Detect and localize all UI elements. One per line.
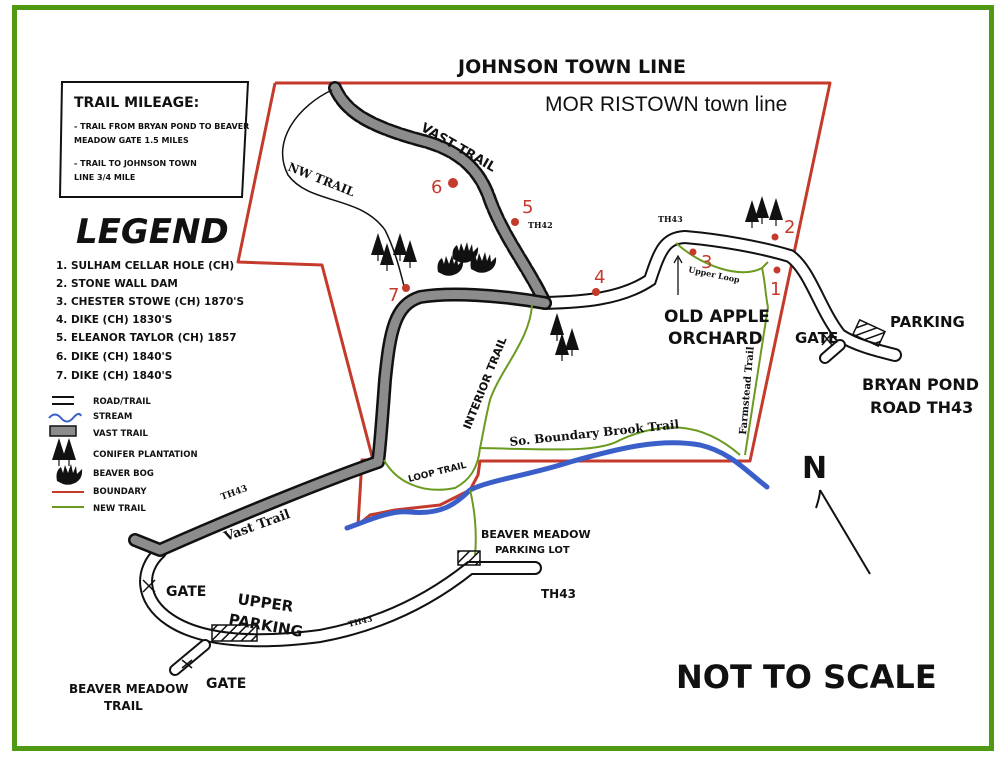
th43-north-label: TH43: [658, 214, 683, 224]
legend-site-item: 3. CHESTER STOWE (CH) 1870'S: [56, 296, 244, 308]
th43-west-label: TH43: [220, 484, 249, 503]
site-7-marker: [402, 284, 410, 292]
conifer-icon: [549, 312, 580, 362]
legend-site-item: 6. DIKE (CH) 1840'S: [56, 351, 172, 363]
site-1-marker: [773, 266, 781, 274]
gate-west-label: GATE: [166, 584, 206, 600]
vast-trail: [128, 81, 552, 557]
gate-south-label: GATE: [206, 676, 246, 692]
legend-symbol-label: BOUNDARY: [93, 487, 147, 497]
site-2-number: 2: [784, 217, 795, 238]
site-6-number: 6: [431, 177, 442, 198]
th43-east-south-label: TH43: [541, 587, 576, 601]
johnson-town-line-label: JOHNSON TOWN LINE: [456, 56, 686, 78]
conifer-icon: [744, 195, 784, 229]
site-6-marker: [448, 178, 458, 188]
vast-trail-icon: [49, 425, 77, 437]
not-to-scale-label: NOT TO SCALE: [676, 658, 937, 696]
site-3-marker: [689, 248, 697, 256]
legend-site-item: 7. DIKE (CH) 1840'S: [56, 370, 172, 382]
nw-trail-label: NW TRAIL: [286, 160, 357, 200]
site-4-number: 4: [594, 267, 605, 288]
property-boundary: [236, 81, 832, 527]
legend-symbol-label: CONIFER PLANTATION: [93, 450, 198, 460]
legend-symbol-label: ROAD/TRAIL: [93, 397, 151, 407]
legend-site-item: 5. ELEANOR TAYLOR (CH) 1857: [56, 332, 237, 344]
beaver-bog-icon: [437, 242, 497, 276]
gate-east-label: GATE: [795, 329, 838, 347]
parking-east-label: PARKING: [890, 313, 965, 331]
site-5-number: 5: [522, 197, 533, 218]
site-markers: [402, 178, 781, 296]
mileage-line: - TRAIL TO JOHNSON TOWN: [74, 159, 197, 168]
gate-marks: [142, 332, 833, 669]
legend-symbol-label: NEW TRAIL: [93, 504, 146, 514]
beaver-meadow-lot-label: BEAVER MEADOW: [481, 528, 591, 541]
site-7-number: 7: [388, 285, 399, 306]
conifer-icon: [51, 437, 77, 467]
stream-icon: [48, 412, 82, 423]
bryan-pond-road-label: BRYAN POND: [862, 375, 979, 394]
mileage-title: TRAIL MILEAGE:: [74, 95, 199, 111]
legend-site-item: 2. STONE WALL DAM: [56, 278, 178, 290]
north-arrow: N: [802, 451, 871, 575]
legend-title: LEGEND: [76, 212, 229, 252]
site-1-number: 1: [770, 279, 781, 300]
beaver-meadow-trail-label-2: TRAIL: [104, 699, 143, 713]
interior-trail-label: INTERIOR TRAIL: [461, 335, 510, 431]
beaver-meadow-trail-label: BEAVER MEADOW: [69, 682, 189, 696]
legend-symbol-label: BEAVER BOG: [93, 469, 154, 479]
new-trails: [383, 242, 769, 556]
parking-lot-beaver-meadow: [457, 550, 481, 566]
mileage-line: MEADOW GATE 1.5 MILES: [74, 136, 189, 145]
parking-lot-upper: [211, 624, 258, 642]
legend: LEGEND 1. SULHAM CELLAR HOLE (CH) 2. STO…: [48, 212, 244, 514]
legend-symbol-label: VAST TRAIL: [93, 429, 149, 439]
th42-label: TH42: [528, 220, 553, 230]
legend-symbol-label: STREAM: [93, 412, 132, 422]
site-2-marker: [771, 233, 779, 241]
mileage-line: LINE 3/4 MILE: [74, 173, 135, 182]
site-5-marker: [511, 218, 519, 226]
parking-lot-bryan: [851, 318, 887, 348]
old-apple-orchard-label-2: ORCHARD: [668, 329, 763, 349]
legend-site-item: 4. DIKE (CH) 1830'S: [56, 314, 172, 326]
north-label: N: [802, 451, 827, 486]
loop-trail-label: LOOP TRAIL: [407, 461, 467, 485]
legend-site-item: 1. SULHAM CELLAR HOLE (CH): [56, 260, 234, 272]
nw-trail: [281, 89, 406, 291]
beaver-meadow-lot-label-2: PARKING LOT: [495, 545, 570, 556]
site-4-marker: [592, 288, 600, 296]
old-apple-orchard-label: OLD APPLE: [664, 307, 770, 327]
mileage-line: - TRAIL FROM BRYAN POND TO BEAVER: [74, 122, 249, 131]
site-3-number: 3: [701, 252, 712, 273]
road-trail-icon: [52, 396, 74, 405]
morristown-line-label: MOR RISTOWN town line: [545, 93, 787, 116]
beaver-bog-icon: [56, 464, 83, 485]
farmstead-trail-label: Farmstead Trail: [738, 346, 757, 435]
trail-mileage-box: TRAIL MILEAGE: - TRAIL FROM BRYAN POND T…: [58, 81, 249, 198]
stream: [344, 440, 770, 531]
conifer-icon: [370, 232, 418, 272]
bryan-pond-road-label-2: ROAD TH43: [870, 398, 973, 417]
